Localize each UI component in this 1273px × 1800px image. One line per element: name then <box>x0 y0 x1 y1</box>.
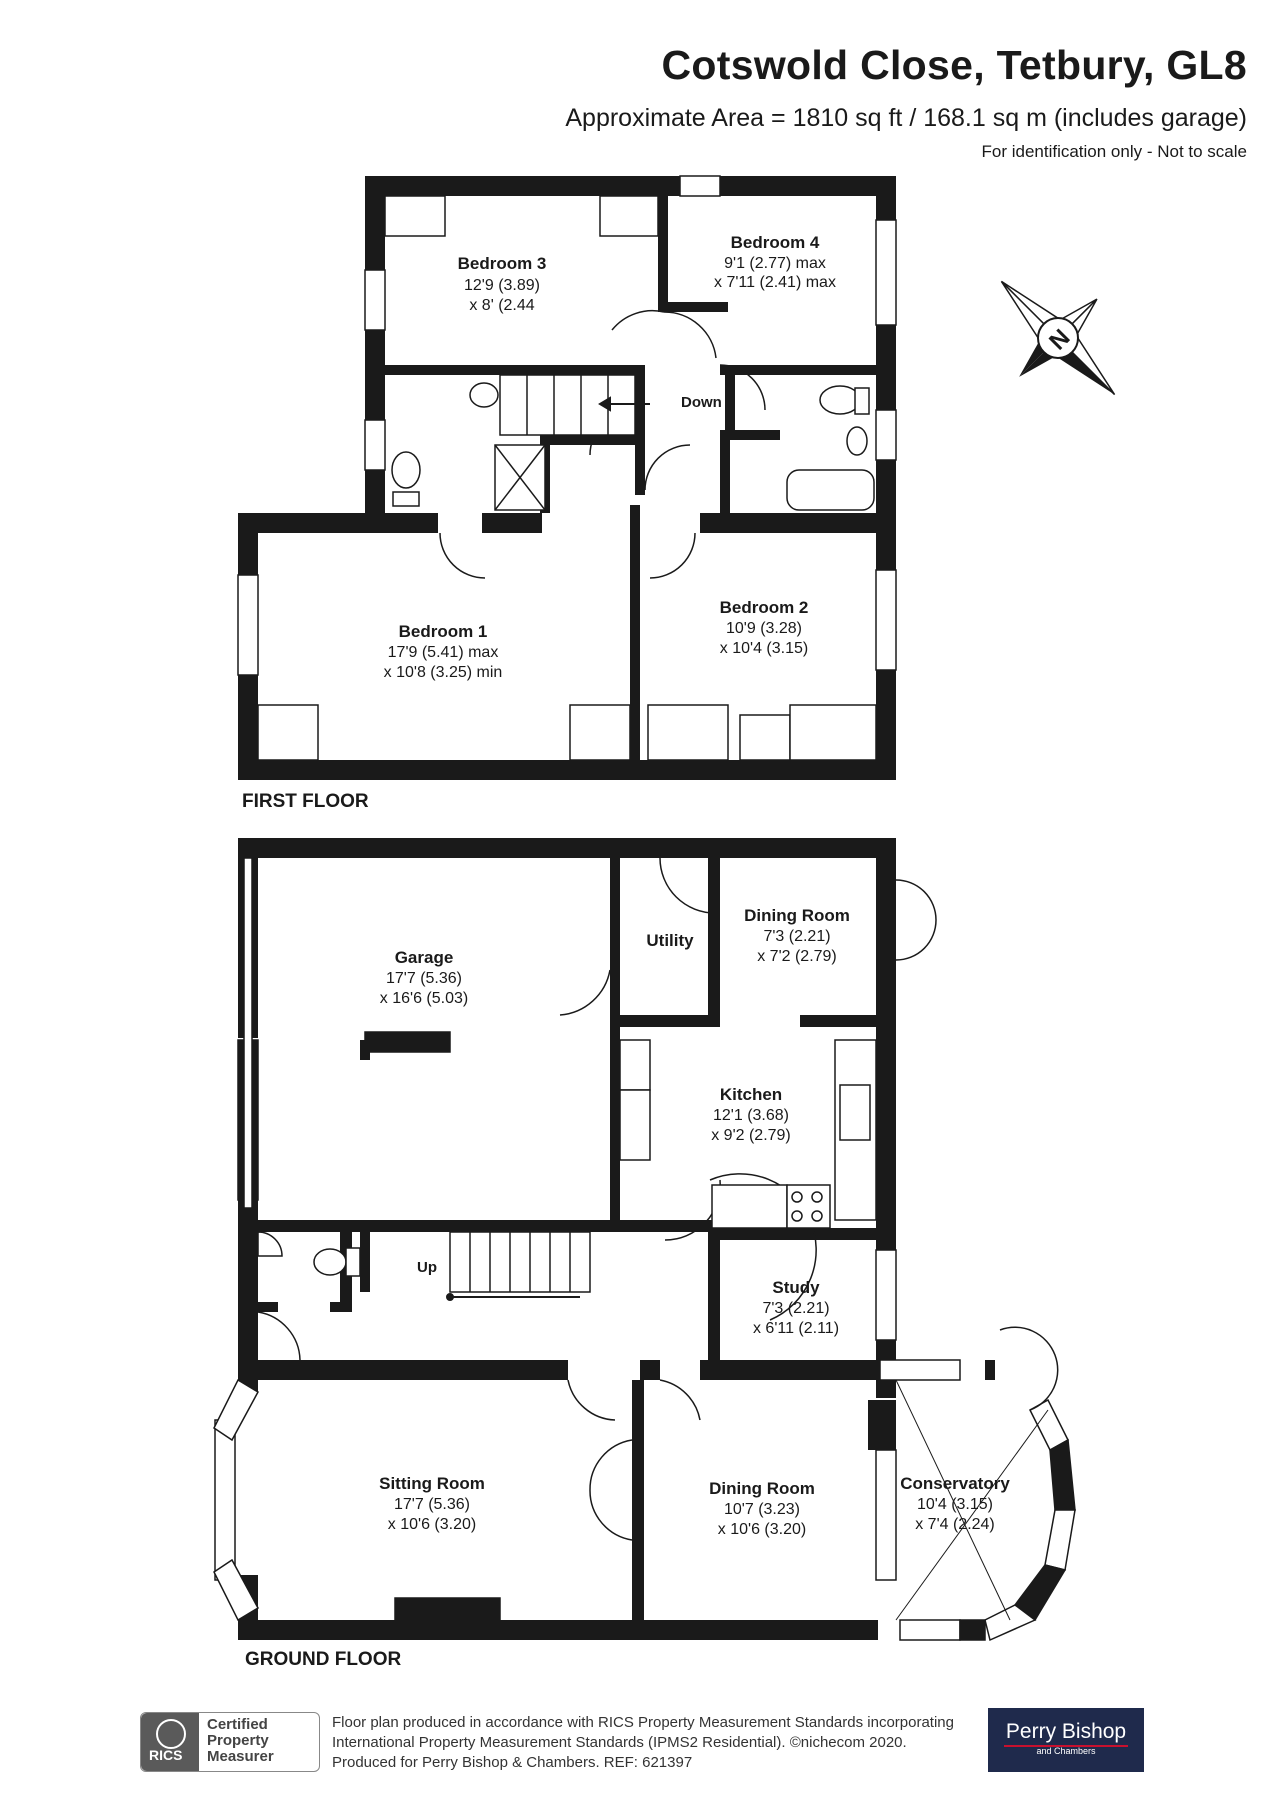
agent-logo-subtitle: and Chambers <box>1036 1746 1096 1756</box>
rics-logo-text: RICS <box>149 1747 183 1763</box>
bedroom-4-dim-1: 9'1 (2.77) max <box>724 255 826 272</box>
ground-floor-windows <box>213 857 961 1641</box>
down-label: Down <box>681 394 722 411</box>
garage-dim-1: 17'7 (5.36) <box>386 970 462 987</box>
bedroom-4-dim-2: x 7'11 (2.41) max <box>714 274 836 291</box>
up-label: Up <box>417 1259 437 1276</box>
study-name: Study <box>772 1278 820 1297</box>
conservatory-outline <box>959 1398 1076 1642</box>
plan-title: Cotswold Close, Tetbury, GL8 <box>661 42 1247 88</box>
conservatory-name: Conservatory <box>900 1474 1010 1493</box>
bedroom-1-dim-2: x 10'8 (3.25) min <box>384 664 503 681</box>
footer-line-1: Floor plan produced in accordance with R… <box>332 1714 954 1731</box>
first-floor-doors <box>439 309 766 579</box>
study-dim-2: x 6'11 (2.11) <box>753 1320 839 1337</box>
compass-rose <box>1000 280 1116 396</box>
dining-room-name: Dining Room <box>709 1479 815 1498</box>
sitting-room-dim-1: 17'7 (5.36) <box>394 1496 470 1513</box>
bedroom-2-dim-1: 10'9 (3.28) <box>726 620 802 637</box>
certified-line-3: Measurer <box>207 1748 274 1765</box>
bedroom-3-name: Bedroom 3 <box>458 254 547 273</box>
conservatory-dim-2: x 7'4 (2.24) <box>915 1516 995 1533</box>
dining-room-dim-1: 10'7 (3.23) <box>724 1501 800 1518</box>
approximate-area: Approximate Area = 1810 sq ft / 168.1 sq… <box>565 104 1247 132</box>
first-floor-stair-arrow <box>598 396 650 412</box>
certified-property-measurer: Certified Property Measurer <box>207 1717 274 1765</box>
ground-floor-fixtures <box>257 1031 877 1621</box>
footer-line-2: International Property Measurement Stand… <box>332 1734 907 1751</box>
dining-room-top-name: Dining Room <box>744 906 850 925</box>
rics-logo: RICS <box>141 1713 199 1771</box>
ground-floor-stair-arrow <box>446 1293 580 1301</box>
rics-certified-badge: RICS Certified Property Measurer <box>140 1712 320 1772</box>
bedroom-2-dim-2: x 10'4 (3.15) <box>720 640 808 657</box>
agent-logo-accent-line <box>1004 1745 1128 1747</box>
ground-floor-doors <box>257 857 1059 1541</box>
identification-note: For identification only - Not to scale <box>981 142 1247 161</box>
conservatory-glazing <box>895 1379 1049 1621</box>
study-dim-1: 7'3 (2.21) <box>762 1300 829 1317</box>
bedroom-1-dim-1: 17'9 (5.41) max <box>388 644 499 661</box>
agent-logo-name: Perry Bishop <box>1005 1720 1127 1743</box>
sitting-room-name: Sitting Room <box>379 1474 485 1493</box>
utility-name: Utility <box>646 931 694 950</box>
footer-disclaimer: Floor plan produced in accordance with R… <box>332 1713 972 1773</box>
dining-room-dim-2: x 10'6 (3.20) <box>718 1521 806 1538</box>
bedroom-3-dim-1: 12'9 (3.89) <box>464 277 540 294</box>
certified-line-2: Property <box>207 1732 269 1749</box>
kitchen-dim-1: 12'1 (3.68) <box>713 1107 789 1124</box>
bedroom-4-name: Bedroom 4 <box>731 233 820 252</box>
dining-room-top-dim-1: 7'3 (2.21) <box>763 928 830 945</box>
first-floor-label: FIRST FLOOR <box>242 791 369 812</box>
conservatory-dim-1: 10'4 (3.15) <box>917 1496 993 1513</box>
ground-floor-label: GROUND FLOOR <box>245 1649 401 1670</box>
garage-name: Garage <box>395 948 454 967</box>
agent-logo: Perry Bishop and Chambers <box>988 1708 1144 1772</box>
bedroom-1-name: Bedroom 1 <box>399 622 488 641</box>
footer-line-3: Produced for Perry Bishop & Chambers. RE… <box>332 1754 693 1771</box>
first-floor-windows <box>237 175 897 676</box>
sitting-room-dim-2: x 10'6 (3.20) <box>388 1516 476 1533</box>
kitchen-dim-2: x 9'2 (2.79) <box>711 1127 791 1144</box>
certified-line-1: Certified <box>207 1716 268 1733</box>
bedroom-2-name: Bedroom 2 <box>720 598 809 617</box>
dining-room-top-dim-2: x 7'2 (2.79) <box>757 948 837 965</box>
garage-dim-2: x 16'6 (5.03) <box>380 990 468 1007</box>
rics-lion-icon <box>156 1719 186 1749</box>
first-floor-fixtures <box>257 195 877 761</box>
kitchen-name: Kitchen <box>720 1085 782 1104</box>
bedroom-3-dim-2: x 8' (2.44 <box>469 297 534 314</box>
